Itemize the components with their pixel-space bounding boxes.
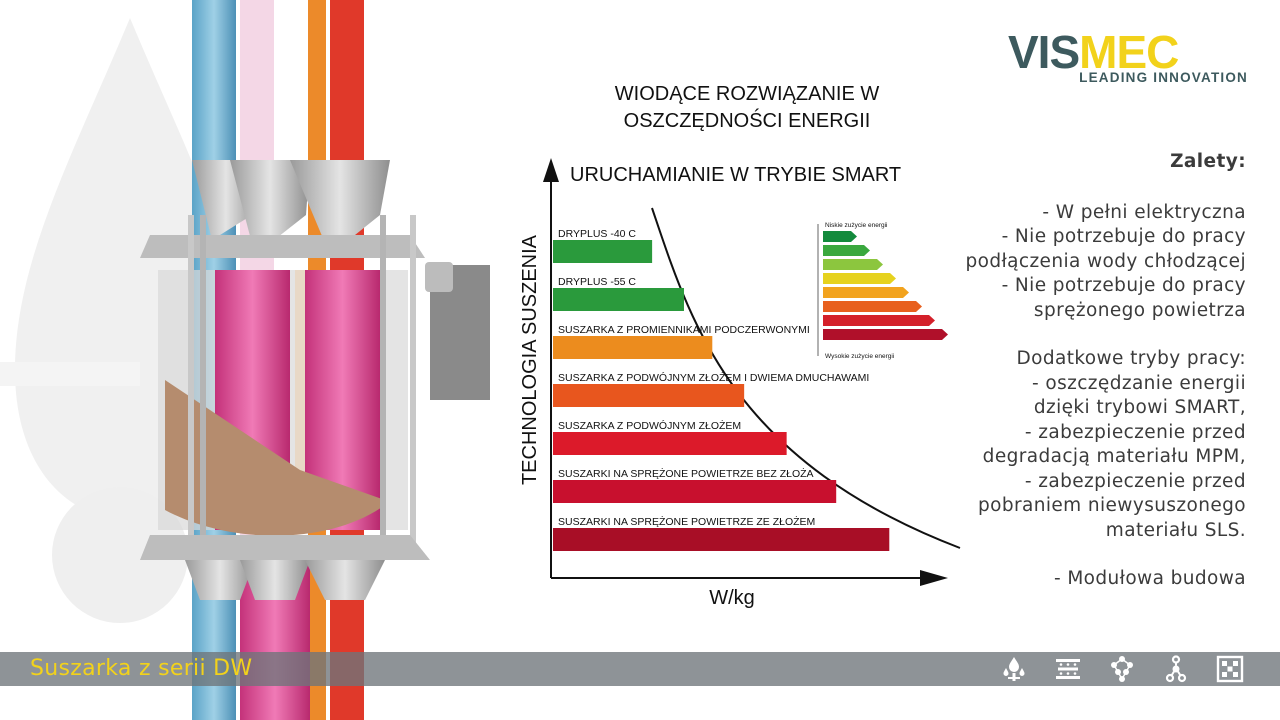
mode-line: materiału SLS. (1105, 519, 1246, 541)
mode-line: - oszczędzanie energii (1032, 372, 1246, 394)
chart-title-line-1: WIODĄCE ROZWIĄZANIE W (615, 83, 880, 105)
advantages-heading: Zalety: (1170, 151, 1246, 172)
advantage-line: - Nie potrzebuje do pracy (1001, 275, 1246, 296)
grid-icon (1216, 655, 1244, 683)
x-axis-arrow (920, 570, 948, 586)
bar-label: DRYPLUS -55 C (558, 276, 636, 288)
energy-scale: Niskie zużycie energii Wysokie zużycie e… (817, 222, 948, 360)
advantage-line: sprężonego powietrza (1033, 299, 1246, 321)
advantage-line: - Nie potrzebuje do pracy (1001, 226, 1246, 247)
bars-group: DRYPLUS -40 C DRYPLUS -55 C SUSZARKA Z PRO… (553, 228, 890, 551)
bar-label: SUSZARKA Z PROMIENNIKAMI PODCZERWONYMI (558, 324, 810, 336)
chart-subtitle: URUCHAMIANIE W TRYBIE SMART (570, 164, 901, 186)
mode-line: - zabezpieczenie przed (1024, 470, 1246, 492)
feature-icons (1000, 655, 1244, 683)
bar (553, 336, 713, 359)
mode-line: pobraniem niewysuszonego (977, 495, 1246, 516)
spacer (930, 323, 1246, 347)
mode-line: Dodatkowe tryby pracy: (1016, 348, 1246, 369)
mode-line: degradacją materiału MPM, (982, 446, 1246, 467)
logo-tagline: LEADING INNOVATION (1079, 70, 1248, 85)
chain-icon (1165, 655, 1187, 683)
spacer (930, 543, 1246, 567)
modular-line: - Modułowa budowa (1053, 568, 1246, 589)
x-axis-label: W/kg (709, 587, 755, 609)
bar-label: SUSZARKI NA SPRĘŻONE POWIETRZE ZE ZŁOŻEM (558, 515, 815, 528)
product-series-title: Suszarka z serii DW (30, 656, 253, 681)
bottom-bar: Suszarka z serii DW (0, 652, 1280, 686)
energy-class-arrow (823, 301, 922, 312)
bar-label: SUSZARKI NA SPRĘŻONE POWIETRZE BEZ ZŁOŻA (558, 467, 814, 480)
y-axis-label: TECHNOLOGIA SUSZENIA (519, 234, 541, 485)
energy-top-label: Niskie zużycie energii (825, 222, 888, 229)
energy-class-arrow (823, 245, 870, 256)
logo-brand-left: VIS (1008, 30, 1079, 78)
bar (553, 480, 837, 503)
energy-class-arrow (823, 273, 896, 284)
energy-class-arrow (823, 259, 883, 270)
bar-label: DRYPLUS -40 C (558, 228, 636, 240)
energy-class-arrow (823, 287, 909, 298)
bar (553, 528, 890, 551)
advantage-line: podłączenia wody chłodzącej (965, 250, 1246, 272)
molecule-icon (1111, 656, 1133, 682)
chart-title-line-2: OSZCZĘDNOŚCI ENERGII (624, 108, 871, 132)
droplets-icon (1003, 657, 1025, 681)
y-axis-arrow (543, 158, 559, 182)
advantage-line: - W pełni elektryczna (1042, 201, 1246, 223)
logo-brand-right: MEC (1079, 30, 1178, 78)
mode-line: - zabezpieczenie przed (1024, 421, 1246, 443)
svg-text:VISMEC: VISMEC (1008, 30, 1178, 78)
bar-label: SUSZARKA Z PODWÓJNYM ZŁOŻEM (558, 419, 741, 432)
energy-class-arrow (823, 329, 948, 340)
mode-line: dzięki trybowi SMART, (1033, 397, 1246, 418)
advantages-panel: Zalety: - W pełni elektryczna - Nie potr… (930, 150, 1246, 592)
dryer-illustration (140, 0, 490, 720)
bar (553, 240, 653, 263)
energy-chart: WIODĄCE ROZWIĄZANIE W OSZCZĘDNOŚCI ENERG… (519, 83, 961, 609)
bar-label: SUSZARKA Z PODWÓJNYM ZŁOŻEM I DWIEMA DMU… (558, 371, 869, 384)
energy-class-arrow (823, 315, 935, 326)
heat-exchanger-icon (1056, 659, 1080, 679)
bar (553, 288, 684, 311)
bar (553, 432, 787, 455)
energy-bottom-label: Wysokie zużycie energii (825, 353, 894, 360)
vismec-logo: VISMEC LEADING INNOVATION (1008, 30, 1248, 85)
energy-class-arrow (823, 231, 857, 242)
bar (553, 384, 745, 407)
